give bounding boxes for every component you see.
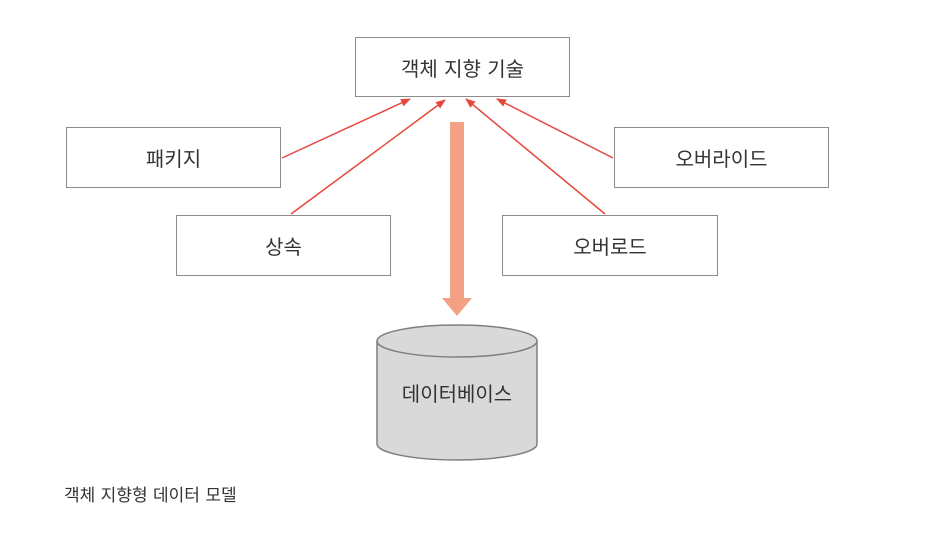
concept-box-overload: 오버로드 bbox=[502, 215, 718, 276]
flow-arrow-root-to-database bbox=[442, 122, 472, 316]
database-label: 데이터베이스 bbox=[401, 382, 513, 406]
concept-box-override: 오버라이드 bbox=[614, 127, 829, 188]
concept-label-inheritance: 상속 bbox=[265, 235, 302, 259]
database-cylinder bbox=[376, 324, 538, 461]
concept-label-override: 오버라이드 bbox=[675, 147, 768, 171]
arrow-overload-to-root bbox=[465, 98, 606, 215]
concept-label-package: 패키지 bbox=[145, 147, 202, 171]
figure-caption: 객체 지향형 데이터 모델 bbox=[64, 486, 237, 506]
arrow-inheritance-to-root bbox=[290, 99, 446, 215]
concept-box-package: 패키지 bbox=[66, 127, 281, 188]
root-concept-label: 객체 지향 기술 bbox=[400, 56, 525, 81]
arrow-package-to-root bbox=[281, 98, 411, 159]
concept-box-inheritance: 상속 bbox=[176, 215, 391, 276]
arrow-override-to-root bbox=[496, 98, 614, 159]
concept-label-overload: 오버로드 bbox=[573, 235, 647, 259]
root-concept-box: 객체 지향 기술 bbox=[355, 37, 570, 97]
